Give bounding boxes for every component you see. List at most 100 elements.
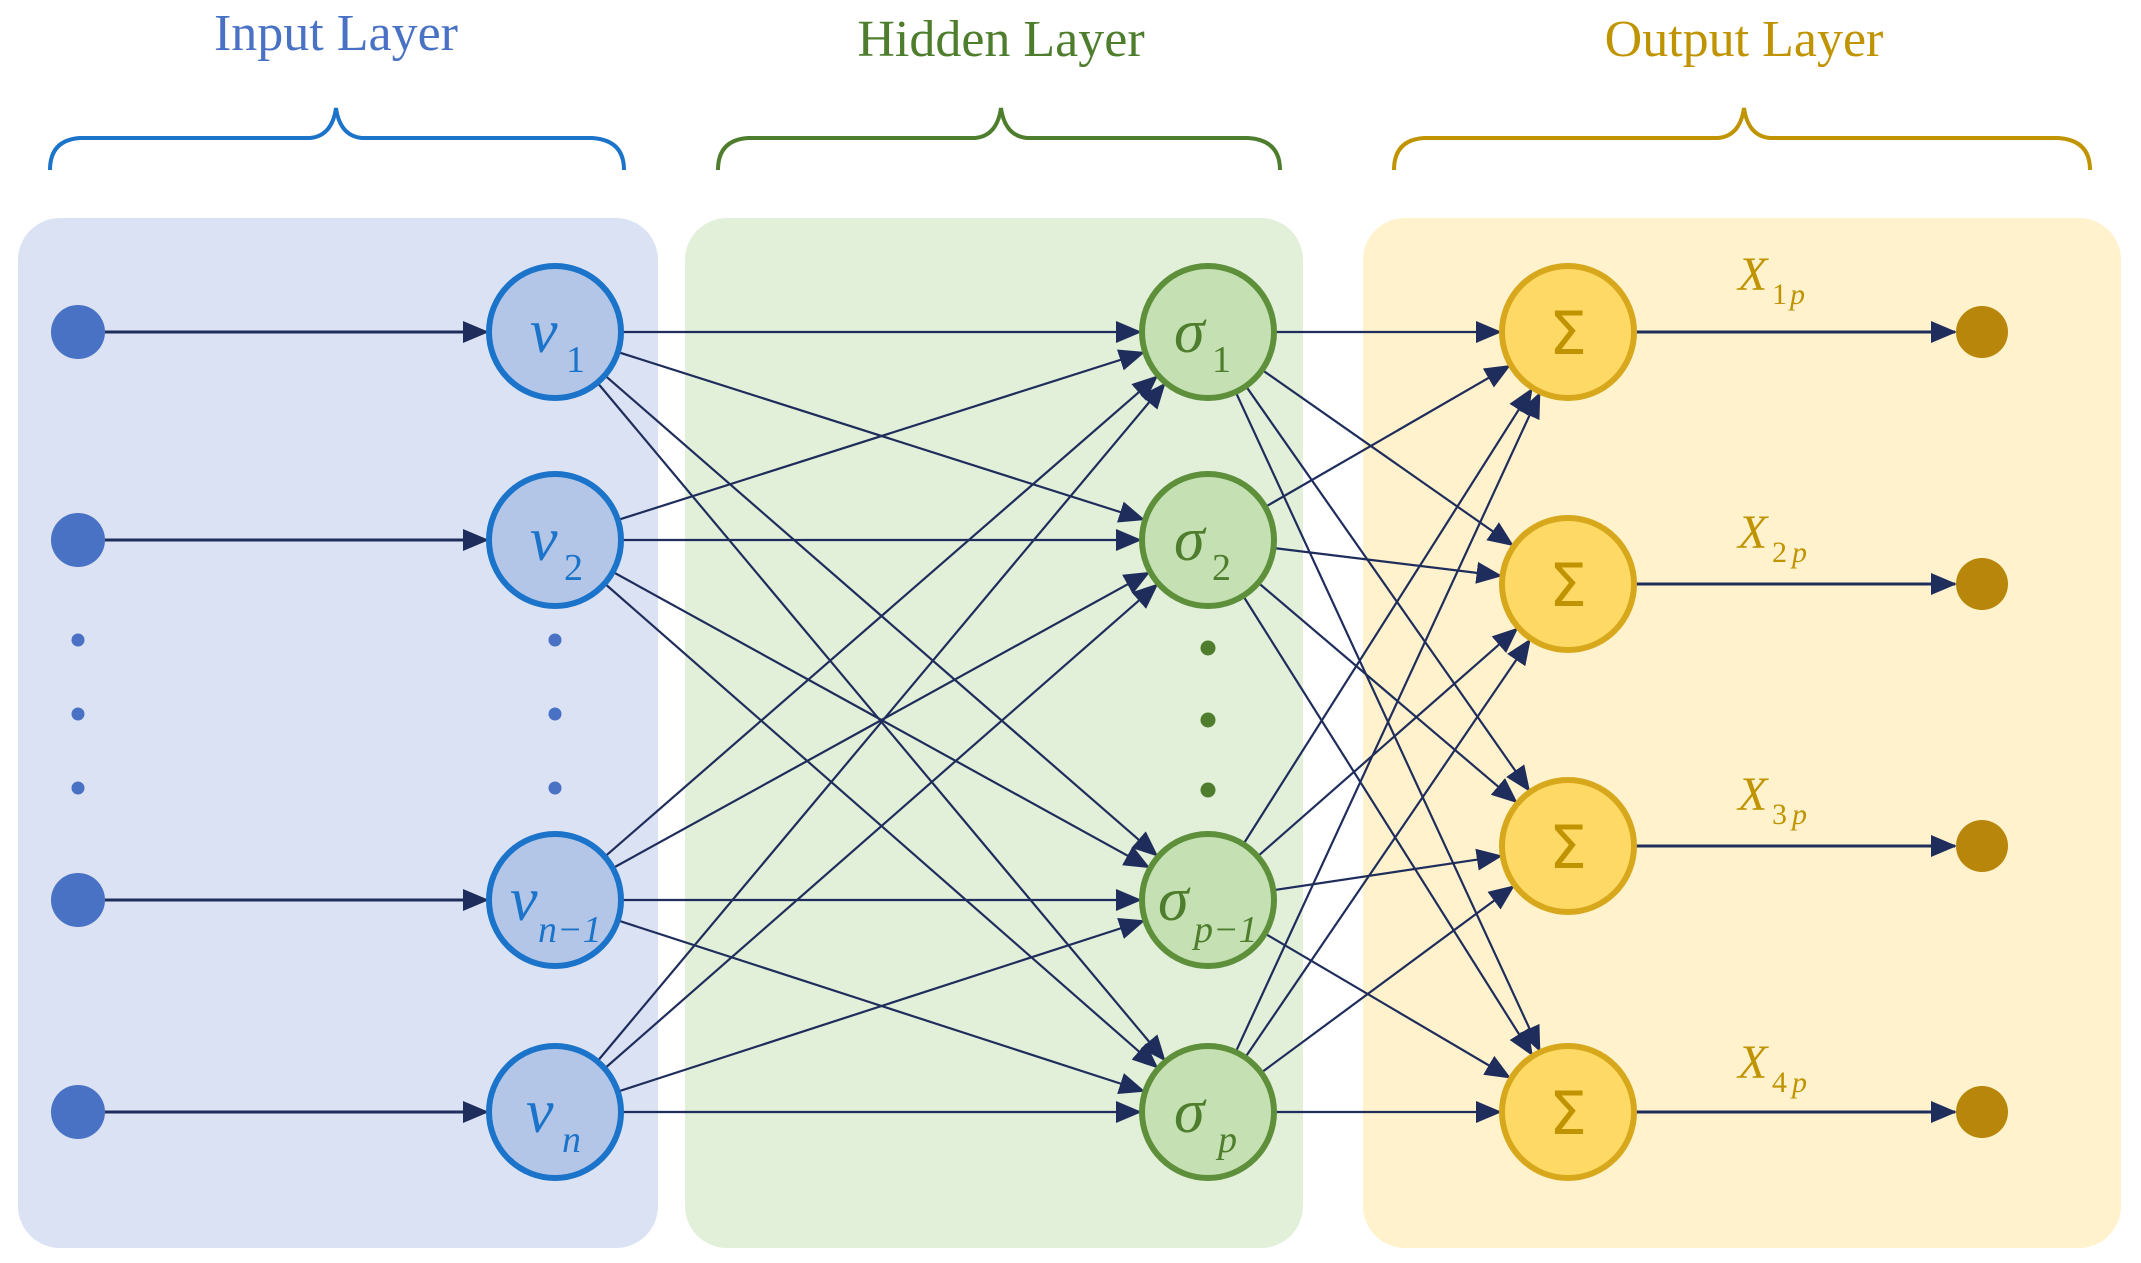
hidden-node-1: σ 1 (1139, 263, 1277, 401)
edge-hidden-2-output-1 (1264, 365, 1511, 508)
input-source-dot-4 (51, 1085, 105, 1139)
output-destination-dot-1 (1956, 306, 2008, 358)
input-node-n-symbol: v (526, 1078, 554, 1146)
input-edges (105, 321, 489, 1123)
output-label-1: X 1 p (1736, 248, 1805, 311)
edge-input-3-hidden-1 (604, 375, 1159, 858)
output-label-1-index: 1 (1772, 278, 1787, 311)
hidden-ellipsis-dot-1 (1200, 640, 1216, 656)
input-node-n-minus-1-symbol: v (510, 866, 538, 934)
hidden-node-2-subscript: 2 (1212, 547, 1231, 589)
hidden-ellipsis-dot-3 (1200, 782, 1216, 798)
output-label-3: X 3 p (1736, 768, 1807, 831)
edge-hidden-2-output-2 (1273, 546, 1503, 584)
output-layer-brace (1392, 107, 2092, 171)
source-ellipsis-dot-2 (71, 707, 85, 721)
input-node-1: v 1 (486, 263, 624, 401)
hidden-layer-title: Hidden Layer (857, 11, 1144, 68)
input-node-n: v n (486, 1043, 624, 1181)
output-label-4-p: p (1790, 1066, 1807, 1099)
input-node-2-symbol: v (530, 506, 558, 574)
input-ellipsis-dot-1 (548, 633, 562, 647)
output-label-3-p: p (1790, 798, 1807, 831)
hidden-node-p-minus-1: σ p−1 (1139, 831, 1277, 969)
output-layer-title: Output Layer (1605, 11, 1884, 68)
output-label-3-letter: X (1736, 768, 1769, 821)
output-destination-dot-2 (1956, 558, 2008, 610)
output-layer-panel (1363, 218, 2121, 1248)
edge-hidden-3-output-4 (1264, 932, 1512, 1079)
output-node-4-sum-symbol: Σ (1549, 1079, 1587, 1149)
input-node-n-minus-1-subscript: n−1 (538, 909, 602, 951)
input-ellipsis-dot-2 (548, 707, 562, 721)
output-label-4: X 4 p (1736, 1036, 1807, 1099)
input-node-n-minus-1: v n−1 (486, 831, 624, 969)
input-node-2-subscript: 2 (564, 547, 583, 589)
hidden-ellipsis-dot-2 (1200, 712, 1216, 728)
output-label-4-letter: X (1736, 1036, 1769, 1089)
edge-input-4-hidden-3 (617, 917, 1146, 1093)
output-node-1-sum-symbol: Σ (1549, 299, 1587, 369)
output-label-1-letter: X (1736, 248, 1769, 301)
input-node-1-subscript: 1 (566, 339, 585, 381)
output-node-3-sum-symbol: Σ (1549, 813, 1587, 883)
input-node-2: v 2 (486, 471, 624, 609)
hidden-node-p-symbol: σ (1174, 1078, 1207, 1146)
ellipsis-dots (71, 633, 1216, 798)
output-label-1-p: p (1788, 278, 1805, 311)
output-label-2-p: p (1790, 536, 1807, 569)
output-node-2: Σ (1499, 515, 1637, 653)
input-node-1-symbol: v (530, 298, 558, 366)
input-layer-brace (48, 107, 626, 171)
edge-input-2-hidden-1 (617, 349, 1146, 522)
edge-hidden-4-output-3 (1260, 885, 1515, 1074)
edge-hidden-1-output-3 (1244, 385, 1531, 792)
input-node-n-subscript: n (562, 1119, 581, 1161)
source-ellipsis-dot-3 (71, 781, 85, 795)
edge-input-3-hidden-2 (612, 571, 1151, 870)
input-source-dot-2 (51, 513, 105, 567)
hidden-node-p-subscript: p (1215, 1119, 1237, 1161)
input-ellipsis-dot-3 (548, 781, 562, 795)
source-ellipsis-dot-1 (71, 633, 85, 647)
edge-hidden-4-output-2 (1244, 638, 1531, 1059)
input-layer-panel (18, 218, 658, 1248)
output-label-2-letter: X (1736, 506, 1769, 559)
hidden-node-2: σ 2 (1139, 471, 1277, 609)
hidden-node-p: σ p (1139, 1043, 1277, 1181)
input-layer-title: Input Layer (214, 5, 458, 62)
hidden-node-p-minus-1-symbol: σ (1158, 866, 1191, 934)
edge-hidden-3-output-3 (1273, 848, 1503, 892)
output-edges (1634, 321, 1957, 1123)
edge-hidden-4-output-1 (1234, 391, 1541, 1053)
edge-hidden-3-output-2 (1256, 627, 1519, 858)
input-source-dot-1 (51, 305, 105, 359)
input-source-dots (51, 305, 105, 1139)
hidden-output-edges (1234, 321, 1541, 1123)
output-destination-dot-3 (1956, 820, 2008, 872)
input-source-dot-3 (51, 873, 105, 927)
output-destination-dots (1956, 306, 2008, 1138)
output-node-4: Σ (1499, 1043, 1637, 1181)
output-node-3: Σ (1499, 777, 1637, 915)
input-hidden-edges (596, 321, 1166, 1123)
edge-hidden-1-output-2 (1261, 368, 1514, 547)
edge-hidden-2-output-4 (1242, 595, 1533, 1057)
hidden-layer-brace (716, 107, 1282, 171)
hidden-layer-panel (685, 218, 1303, 1248)
hidden-node-2-symbol: σ (1174, 506, 1207, 574)
edge-hidden-3-output-1 (1242, 387, 1533, 845)
hidden-node-p-minus-1-subscript: p−1 (1191, 909, 1258, 951)
hidden-node-1-subscript: 1 (1212, 339, 1231, 381)
edge-input-4-hidden-1 (596, 382, 1166, 1063)
output-label-2: X 2 p (1736, 506, 1807, 569)
hidden-node-1-symbol: σ (1174, 298, 1207, 366)
edge-hidden-2-output-3 (1257, 581, 1518, 804)
output-label-2-index: 2 (1772, 536, 1787, 569)
output-label-3-index: 3 (1772, 798, 1787, 831)
edge-input-4-hidden-2 (603, 583, 1159, 1070)
output-destination-dot-4 (1956, 1086, 2008, 1138)
output-label-4-index: 4 (1772, 1066, 1787, 1099)
